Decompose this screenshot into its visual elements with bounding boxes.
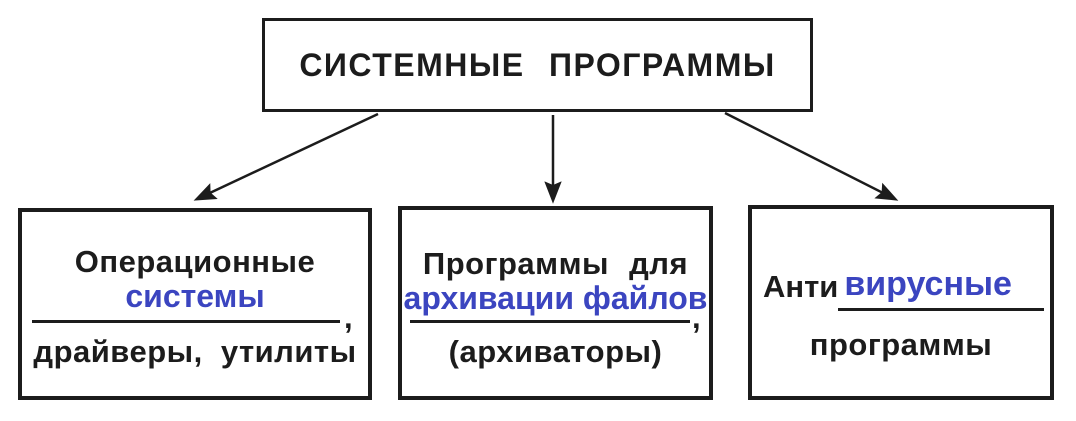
antivirus-prefix: Анти — [763, 269, 839, 304]
os-comma-after-blank: , — [344, 300, 353, 335]
archiving-line1: Программы для — [422, 246, 689, 281]
os-fill-in-answer: системы — [125, 278, 265, 314]
archiving-fill-in-answer: архивации файлов — [403, 280, 708, 316]
root-box-system-programs: СИСТЕМНЫЕ ПРОГРАММЫ — [262, 18, 813, 112]
antivirus-line2: программы — [809, 327, 993, 362]
antivirus-fill-in-answer: вирусные — [844, 265, 1012, 303]
archiving-line3: (архиваторы) — [448, 334, 663, 369]
os-blank-underline — [32, 320, 340, 323]
root-box-label: СИСТЕМНЫЕ ПРОГРАММЫ — [299, 46, 776, 83]
box-operating-systems: Операционные системы , драйверы, утилиты — [18, 208, 372, 400]
os-line1: Операционные — [74, 244, 316, 279]
os-answer-line: системы — [22, 278, 368, 315]
os-line3: драйверы, утилиты — [33, 334, 357, 369]
arrow-to-antivirus — [724, 111, 899, 201]
archiving-comma-after-blank: , — [692, 300, 701, 335]
archiving-answer-line: архивации файлов — [402, 280, 709, 317]
arrow-to-operating-systems — [193, 112, 379, 201]
antivirus-blank-underline: вирусные — [838, 265, 1044, 311]
archiving-blank-underline — [410, 320, 690, 323]
box-file-archiving: Программы для архивации файлов , (архива… — [398, 206, 713, 400]
